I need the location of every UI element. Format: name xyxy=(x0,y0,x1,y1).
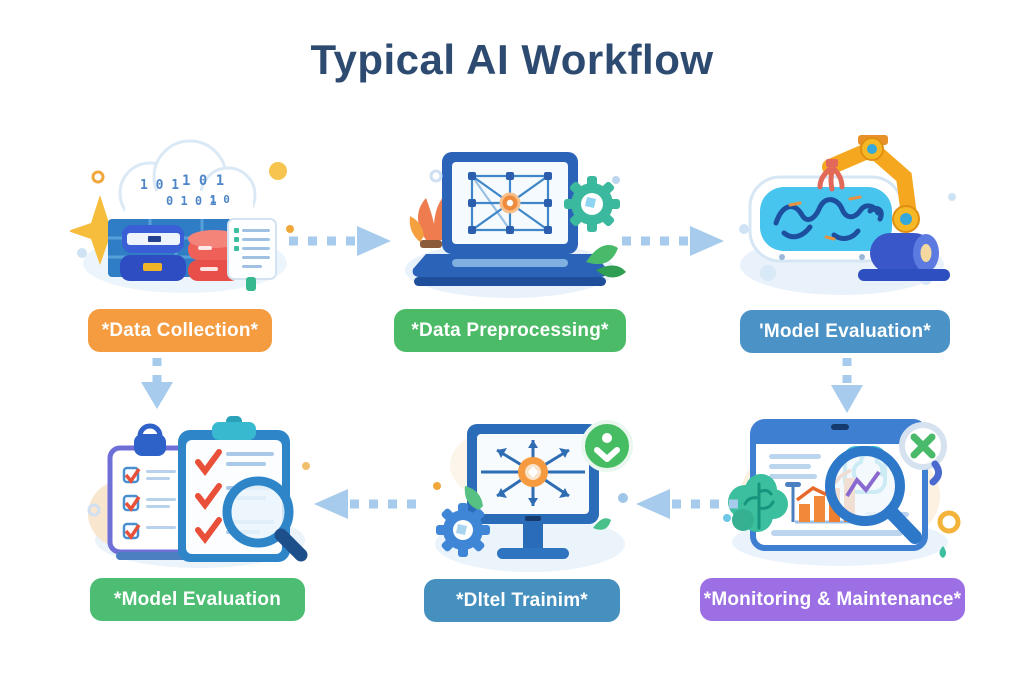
accent-dot xyxy=(77,248,87,258)
accent-dot xyxy=(618,493,628,503)
laptop-icon xyxy=(412,152,608,286)
svg-text:1 0 1: 1 0 1 xyxy=(140,178,179,193)
accent-dot xyxy=(302,462,310,470)
accent-drop xyxy=(939,546,946,558)
accent-dot xyxy=(91,170,105,184)
accent-dot xyxy=(429,169,443,183)
magnifier-icon xyxy=(825,446,922,544)
leaves-icon xyxy=(586,245,626,278)
arrow-right-icon xyxy=(285,223,395,259)
page-title: Typical AI Workflow xyxy=(310,36,714,83)
accent-dot xyxy=(723,514,731,522)
brain-icon xyxy=(728,474,788,532)
step-label-model-training: *Dltel Trainim* xyxy=(424,579,620,622)
data-preprocessing-illustration xyxy=(390,140,630,300)
claw-icon xyxy=(817,166,845,192)
accent-dot xyxy=(937,510,961,534)
neural-tank-icon xyxy=(748,175,904,263)
arrow-left-icon xyxy=(632,486,742,522)
robot-base-icon xyxy=(858,233,950,281)
svg-text:0 1 0 1: 0 1 0 1 xyxy=(166,194,217,208)
step-label-model-evaluation-bottom: *Model Evaluation xyxy=(90,578,305,621)
model-evaluation-top-illustration xyxy=(730,133,970,298)
model-evaluation-bottom-illustration xyxy=(80,410,320,570)
accent-dot xyxy=(269,162,287,180)
accent-dot xyxy=(286,225,294,233)
accent-dot xyxy=(87,503,101,517)
back-clipboard-icon xyxy=(107,423,266,560)
arrow-right-icon xyxy=(618,223,728,259)
accent-dot xyxy=(433,482,441,490)
svg-text:1 0: 1 0 xyxy=(210,193,230,206)
cloud-icon: 1 0 1 0 1 0 1 1 0 1 1 0 xyxy=(118,139,257,225)
leaf-icon xyxy=(464,486,483,510)
data-collection-illustration: 1 0 1 0 1 0 1 1 0 1 1 0 xyxy=(70,133,300,298)
document-icon xyxy=(227,218,277,291)
model-training-illustration xyxy=(425,410,640,575)
arrow-down-icon xyxy=(137,355,177,413)
arrow-down-icon xyxy=(827,355,867,417)
server-cabinet-icon xyxy=(120,225,186,281)
step-label-data-collection: *Data Collection* xyxy=(88,309,272,352)
starburst-icon xyxy=(70,195,134,265)
gear-icon xyxy=(564,176,620,232)
download-badge-icon xyxy=(581,420,633,472)
accent-dot xyxy=(612,176,620,184)
magnifier-icon xyxy=(222,476,308,562)
monitor-icon xyxy=(467,424,599,524)
arrow-left-icon xyxy=(310,486,420,522)
accent-dot xyxy=(948,193,956,201)
monitoring-maintenance-illustration xyxy=(715,400,965,570)
small-magnifier-icon xyxy=(899,422,947,486)
robot-arm-icon xyxy=(817,135,920,233)
step-label-monitoring-maintenance: *Monitoring & Maintenance* xyxy=(700,578,965,621)
step-label-model-evaluation-top: 'Model Evaluation* xyxy=(740,310,950,353)
step-label-data-preprocessing: *Data Preprocessing* xyxy=(394,309,626,352)
accent-dot xyxy=(739,224,749,234)
gear-icon xyxy=(436,503,490,557)
leaf-icon xyxy=(593,518,611,530)
svg-text:1 0 1: 1 0 1 xyxy=(182,173,224,189)
